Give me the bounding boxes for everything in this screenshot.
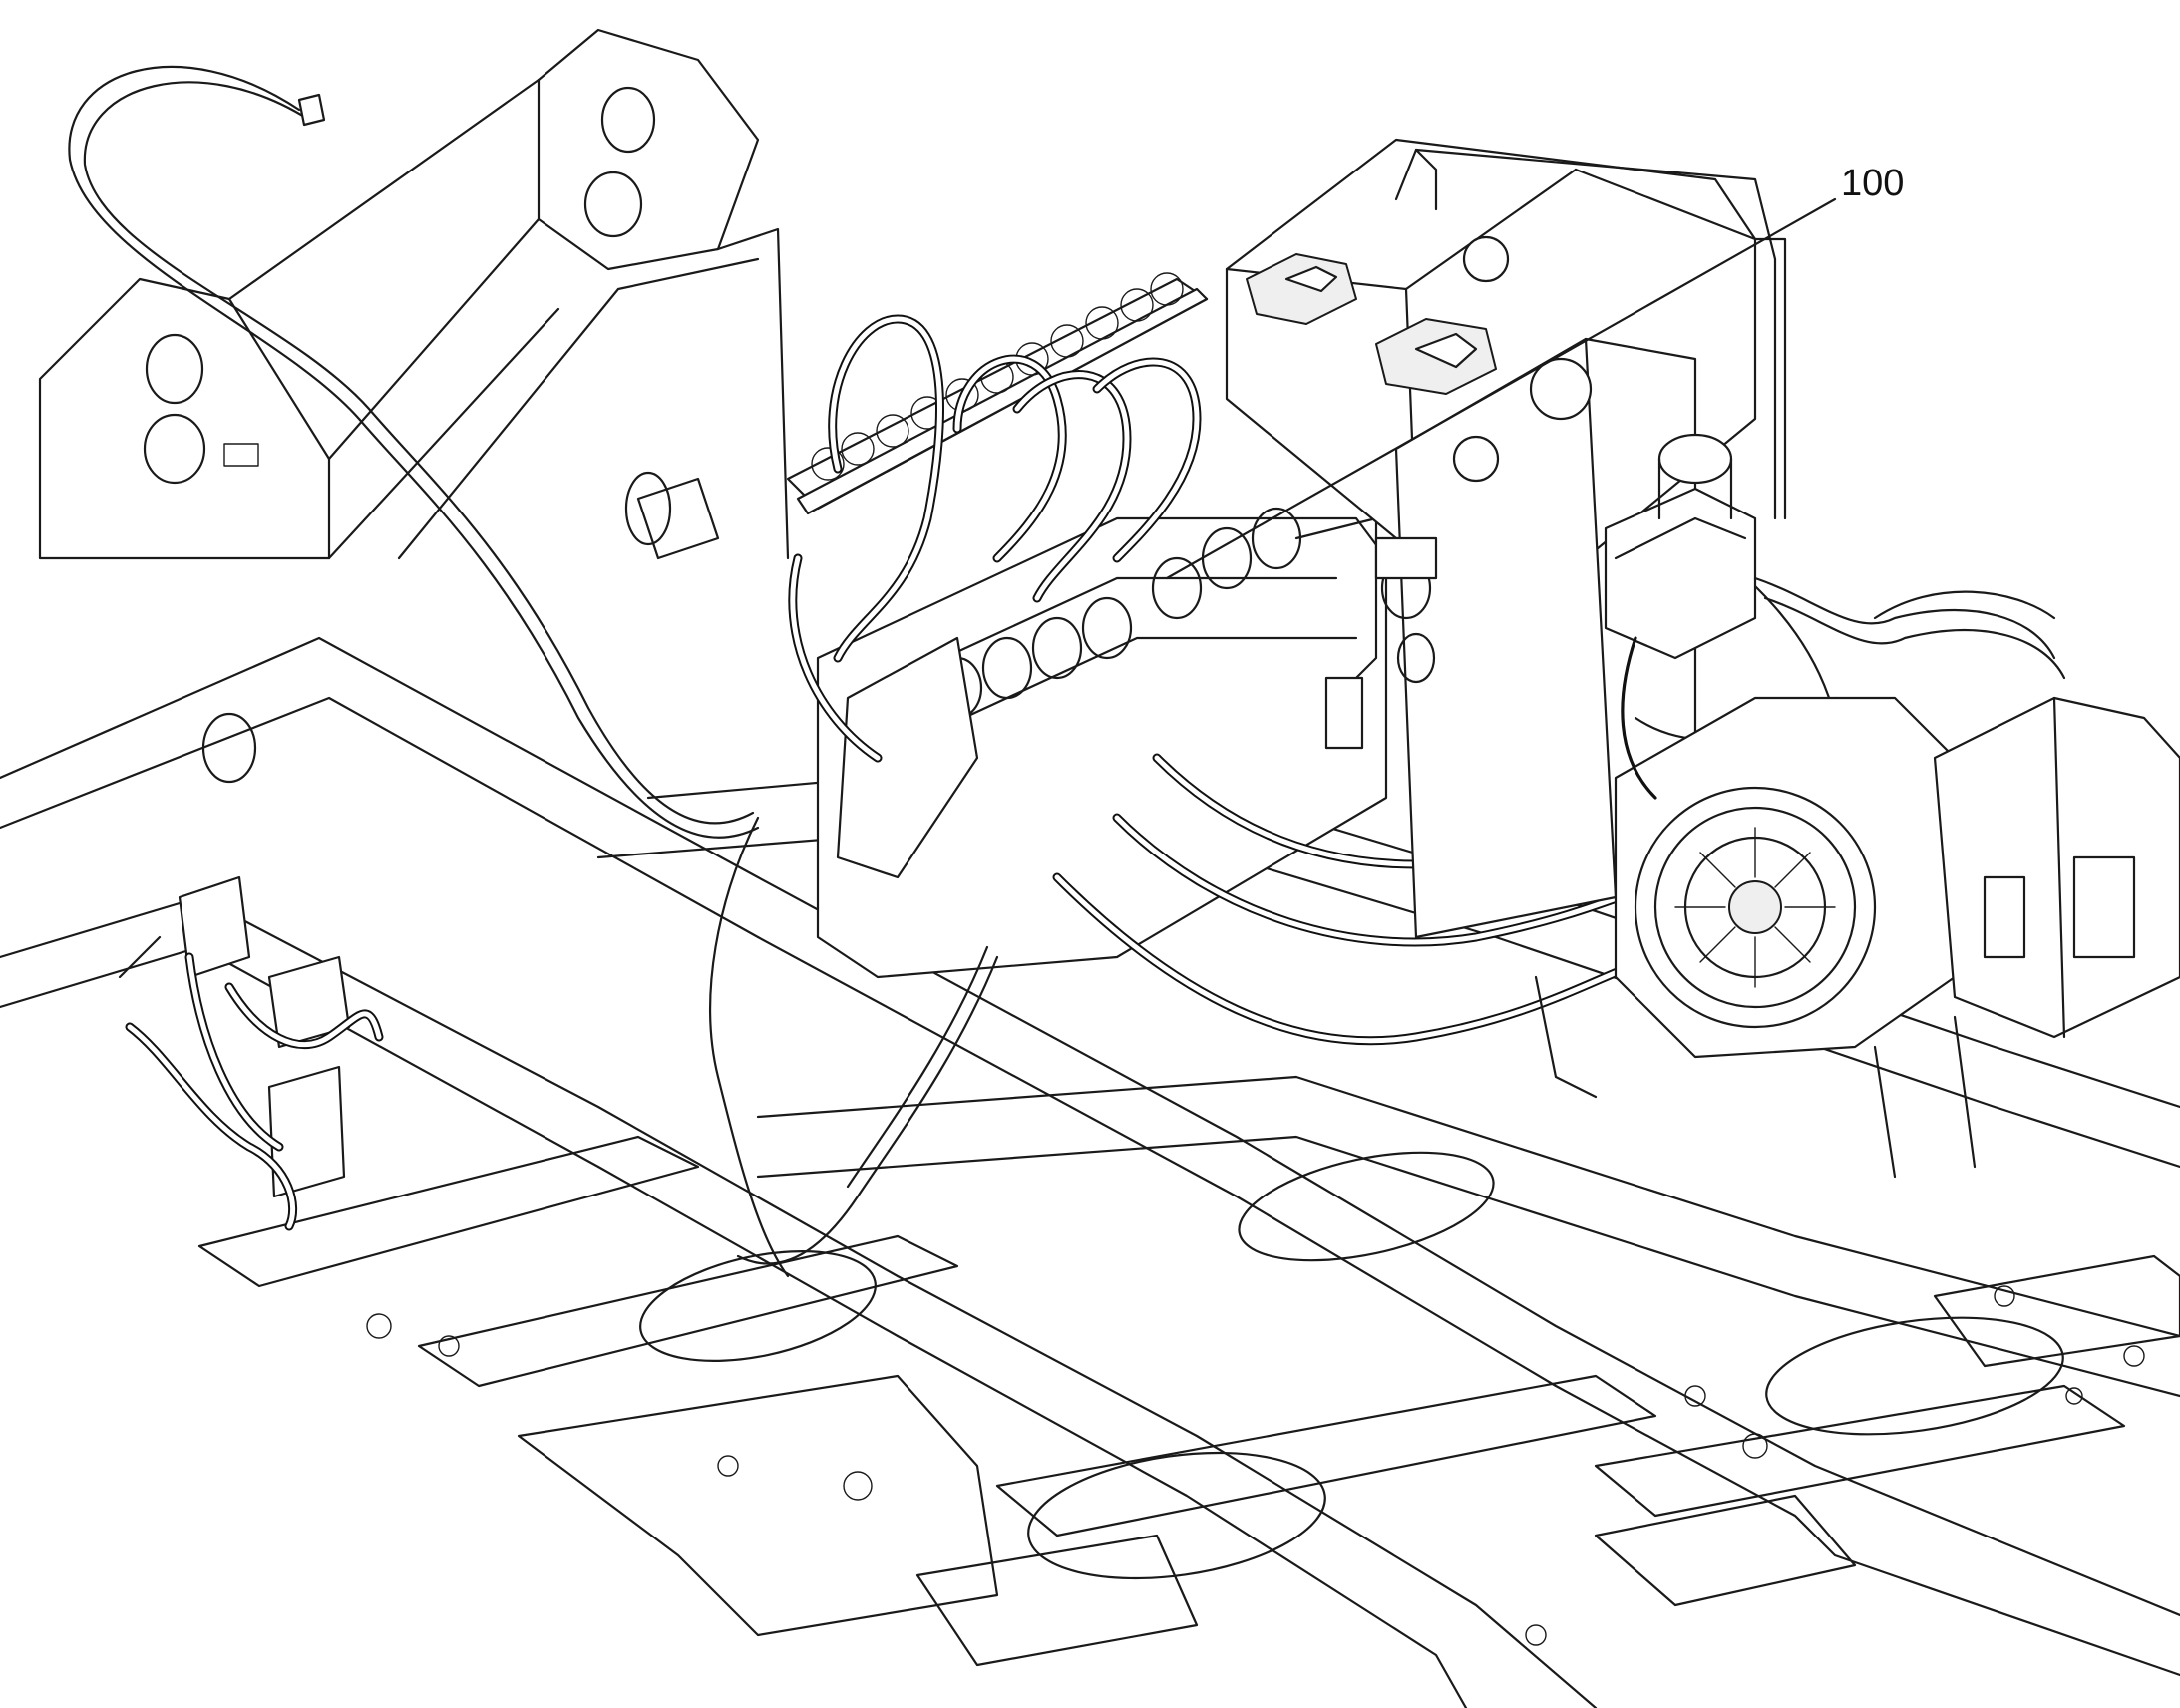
callout-label: 100 xyxy=(1841,163,1904,204)
hose-routing-left xyxy=(68,65,760,839)
hydraulic-hoses xyxy=(709,314,1837,1278)
right-pilot-lines xyxy=(1621,576,2066,800)
callout-100: 100 xyxy=(1165,163,1904,580)
boom-tower xyxy=(38,28,790,784)
control-valve-assembly xyxy=(786,272,1388,979)
left-valve-cluster xyxy=(118,875,384,1231)
callout-leader-line xyxy=(1165,197,1837,580)
pump-gearbox xyxy=(1534,433,2180,1179)
hydraulic-tank xyxy=(1225,138,1787,939)
